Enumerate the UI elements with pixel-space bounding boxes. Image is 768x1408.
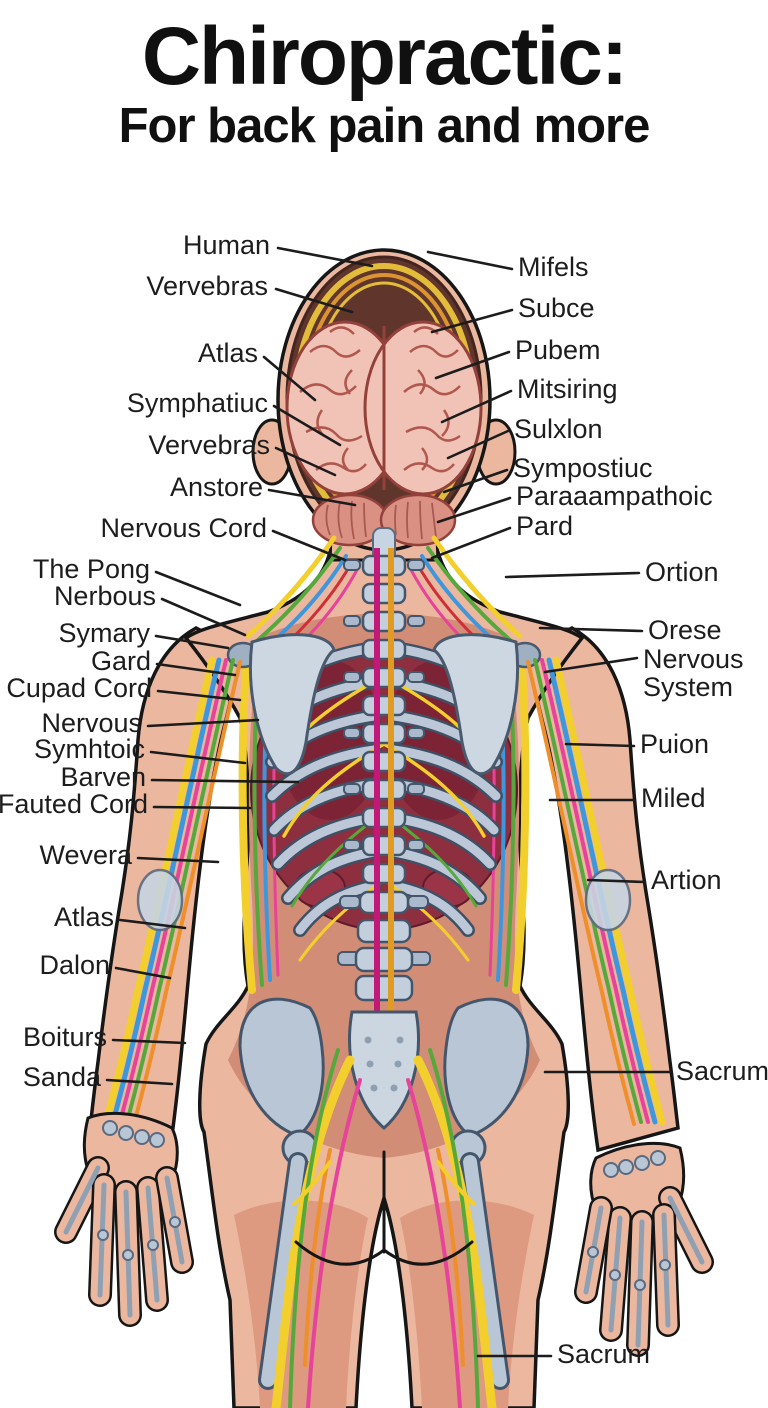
- label-pard: Pard: [516, 511, 574, 541]
- label-subce: Subce: [518, 293, 595, 323]
- left-hand: [54, 1111, 194, 1327]
- leader-lines: [105, 246, 672, 1358]
- label-artion: Artion: [651, 865, 722, 895]
- label-sanda: Sanda: [22, 1062, 101, 1092]
- page-subtitle: For back pain and more: [118, 99, 651, 154]
- label-pubem: Pubem: [515, 335, 601, 365]
- label-orese: Orese: [648, 615, 722, 645]
- brain-gyri: [299, 326, 461, 473]
- label-cupad-cord: Cupad Cord: [6, 673, 152, 703]
- pelvis: [238, 997, 530, 1390]
- label-sacrum-2: Sacrum: [557, 1339, 651, 1369]
- label-vervebras-1: Vervebras: [146, 271, 268, 301]
- label-atlas-1: Atlas: [197, 338, 258, 368]
- label-mitsiring: Mitsiring: [517, 374, 618, 404]
- brain: [285, 320, 483, 567]
- label-boiturs: Boiturs: [22, 1022, 107, 1052]
- label-human: Human: [182, 230, 270, 260]
- label-symhtoic: Symhtoic: [33, 734, 145, 764]
- label-anstore: Anstore: [169, 472, 263, 502]
- label-gard: Gard: [90, 646, 151, 676]
- buttock-creases: [294, 1150, 474, 1266]
- label-nervous: Nervous: [41, 708, 142, 738]
- vertebrae: [354, 554, 414, 1002]
- cerebellum: [311, 493, 457, 547]
- label-miled: Miled: [641, 783, 706, 813]
- title-block: Chiropractic: For back pain and more: [0, 0, 768, 151]
- label-atlas-2: Atlas: [53, 902, 114, 932]
- page-title: Chiropractic:: [141, 11, 628, 102]
- label-paraaampathoic: Paraaampathoic: [516, 481, 713, 511]
- label-nervous-system: Nervous System: [643, 644, 744, 703]
- left-elbow-joint: [136, 868, 184, 932]
- label-puion: Puion: [640, 729, 710, 759]
- label-ortion: Ortion: [645, 557, 719, 587]
- spine: [337, 548, 431, 1100]
- scapulae: [226, 633, 542, 775]
- label-mifels: Mifels: [518, 252, 589, 282]
- leg-nerves: [271, 1048, 497, 1408]
- label-sacrum-1: Sacrum: [676, 1056, 768, 1086]
- label-sulxlon: Sulxlon: [514, 414, 603, 444]
- label-symphatiuc: Symphatiuc: [126, 388, 268, 418]
- label-sympostiuc: Sympostiuc: [513, 453, 653, 483]
- right-hand: [574, 1141, 714, 1357]
- label-fauted-cord: Fauted Cord: [0, 789, 148, 819]
- label-the-pong: The Pong: [32, 554, 150, 584]
- right-elbow-joint: [584, 868, 632, 932]
- label-dalon: Dalon: [39, 950, 110, 980]
- label-nerbous: Nerbous: [53, 581, 156, 611]
- label-nervous-cord: Nervous Cord: [100, 513, 267, 543]
- label-barven: Barven: [60, 762, 146, 792]
- label-symary: Symary: [58, 618, 150, 648]
- label-wevera: Wevera: [39, 840, 132, 870]
- label-vervebras-2: Vervebras: [148, 430, 270, 460]
